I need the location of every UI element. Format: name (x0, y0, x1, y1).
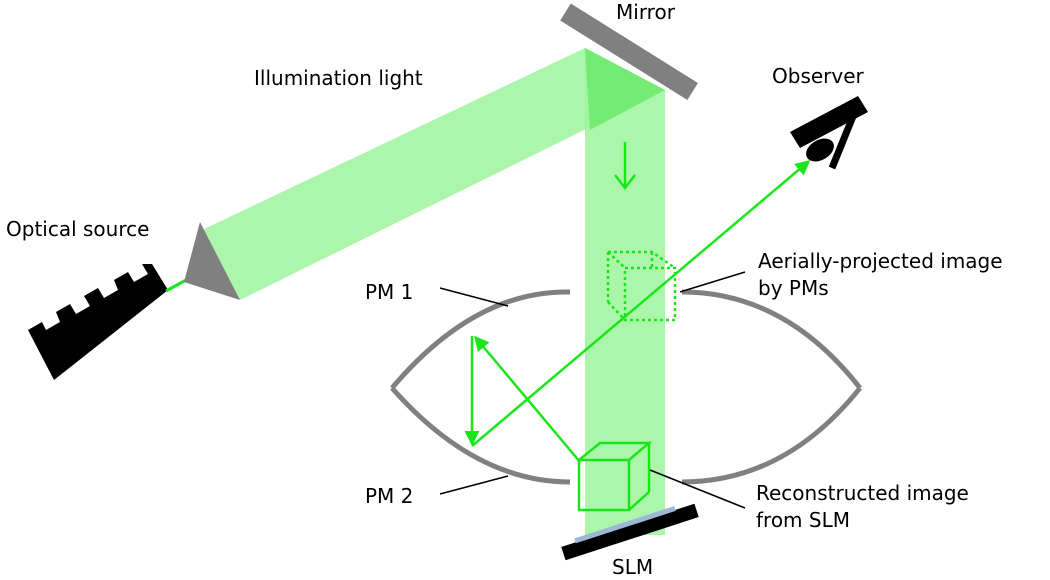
reconstructed-leader (649, 469, 746, 509)
mirror (560, 3, 698, 100)
pm1-mirror (390, 289, 571, 390)
reconstructed-image-label-line2: from SLM (756, 508, 850, 532)
pm2-mirror (390, 386, 571, 485)
reconstructed-image-cube (577, 441, 653, 512)
pm2-mirror-right (681, 386, 862, 485)
reconstructed-image-label-line1: Reconstructed image (756, 481, 969, 505)
slm-label: SLM (612, 555, 653, 579)
observer-label: Observer (772, 64, 865, 88)
mirror-label: Mirror (616, 0, 676, 24)
aerial-image-cube (606, 250, 677, 322)
optical-source (28, 222, 240, 380)
observer-eye-icon (790, 96, 868, 170)
aerial-image-label-line2: by PMs (758, 276, 829, 300)
slm-surface (574, 506, 676, 544)
slm-device (561, 503, 699, 561)
aerial-image-label-line1: Aerially-projected image (758, 249, 1003, 273)
illumination-light-label: Illumination light (254, 66, 423, 90)
pm2-label: PM 2 (365, 484, 413, 508)
ray-to-observer (471, 160, 811, 447)
pm2-leader (439, 475, 509, 495)
optical-source-label: Optical source (6, 217, 149, 241)
pm1-mirror-right (681, 289, 862, 390)
illumination-beam (202, 48, 665, 300)
aerial-leader (679, 271, 746, 293)
pm1-label: PM 1 (365, 280, 413, 304)
beam-direction-arrow (614, 142, 636, 191)
beam-overlap (585, 48, 665, 130)
pm1-leader (439, 287, 509, 307)
